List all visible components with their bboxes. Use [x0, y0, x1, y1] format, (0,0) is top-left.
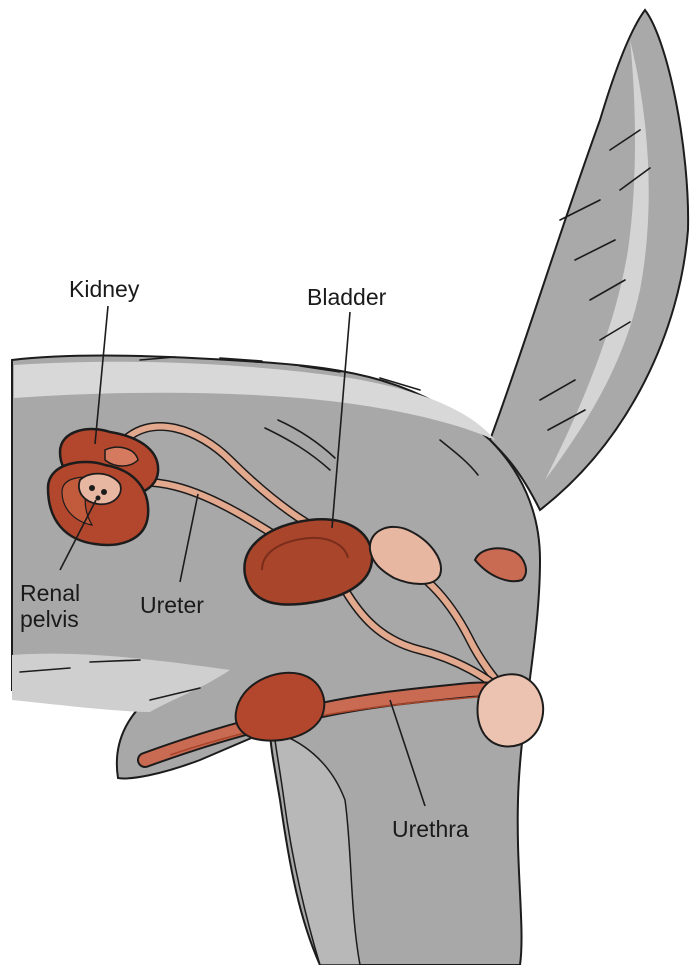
label-ureter: Ureter [140, 592, 204, 618]
label-kidney: Kidney [69, 276, 139, 302]
label-renal-pelvis-line2: pelvis [20, 606, 80, 632]
label-urethra: Urethra [392, 816, 469, 842]
label-renal-pelvis-line1: Renal [20, 580, 80, 606]
tail [490, 10, 688, 510]
renal-pelvis [79, 474, 121, 505]
label-renal-pelvis: Renal pelvis [20, 580, 80, 632]
bulbourethral-gland [478, 674, 544, 746]
label-bladder: Bladder [307, 284, 386, 310]
